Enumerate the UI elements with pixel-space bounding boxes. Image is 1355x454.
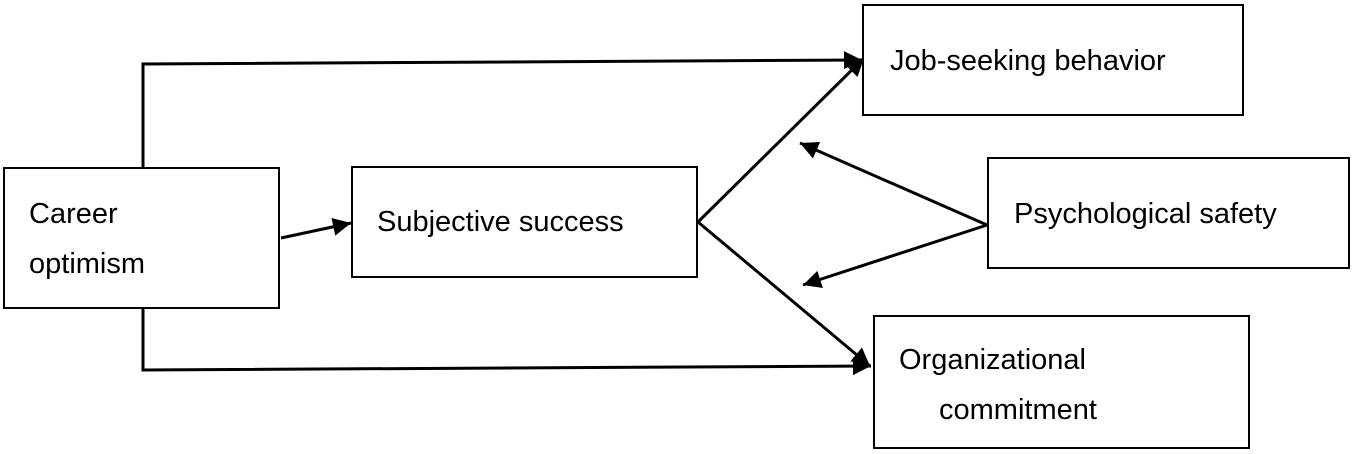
node-job-seeking-behavior-label: Job-seeking behavior (890, 45, 1166, 77)
node-psychological-safety: Psychological safety (987, 157, 1350, 269)
node-job-seeking-behavior: Job-seeking behavior (862, 4, 1244, 116)
node-subjective-success-label: Subjective success (377, 206, 624, 238)
arrow-career-to-org (141, 309, 872, 376)
arrow-subjective-to-job (696, 56, 866, 224)
arrow-psych-to-lower-path (802, 223, 988, 288)
node-career-optimism-line1: Career (29, 198, 118, 230)
node-organizational-commitment-line1: Organizational (899, 344, 1086, 376)
arrow-psych-to-upper-path (799, 141, 988, 227)
node-career-optimism: Career optimism (3, 167, 280, 309)
arrow-career-to-subjective (280, 217, 352, 240)
node-organizational-commitment-line2: commitment (939, 394, 1097, 426)
arrow-subjective-to-org (697, 220, 871, 368)
arrow-career-to-job (141, 51, 863, 167)
node-psychological-safety-label: Psychological safety (1014, 198, 1277, 230)
node-subjective-success: Subjective success (351, 166, 698, 278)
node-organizational-commitment: Organizational commitment (873, 315, 1250, 449)
node-career-optimism-line2: optimism (29, 248, 146, 280)
